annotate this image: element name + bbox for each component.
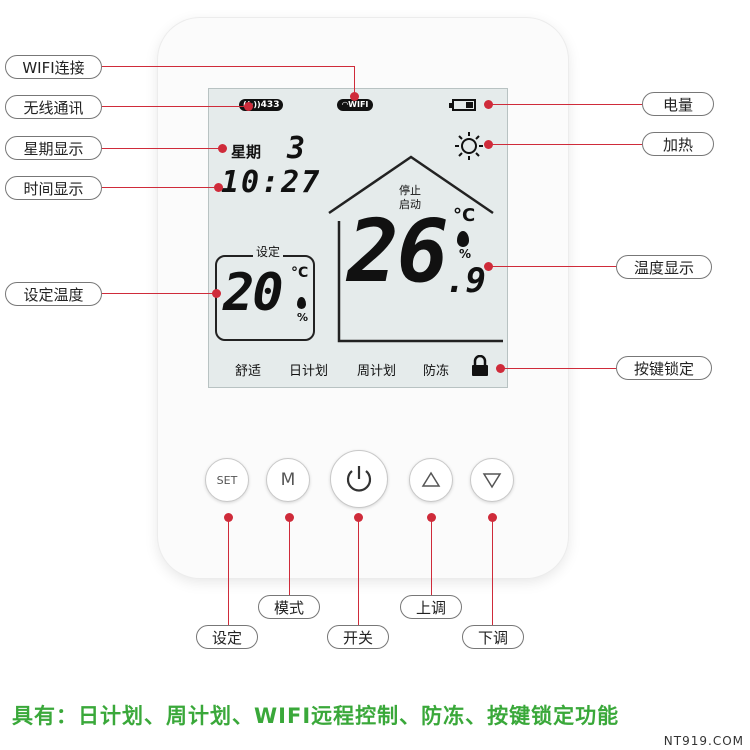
up-callout-drop	[431, 517, 432, 595]
power-icon	[346, 466, 372, 492]
tempdisplay-callout-dot	[484, 262, 493, 271]
set-button[interactable]: SET	[205, 458, 249, 502]
heating-callout-dot	[484, 140, 493, 149]
room-temp-decimal: .9	[445, 261, 486, 301]
settemp-callout-dot	[212, 289, 221, 298]
callout-power: 开关	[327, 625, 389, 649]
rf-badge-text: 433	[260, 100, 280, 110]
callout-time: 时间显示	[5, 176, 102, 200]
set-humidity-drop-icon	[297, 297, 306, 309]
set-temp-label: 设定	[253, 243, 284, 260]
callout-heating: 加热	[642, 132, 714, 156]
wifi-badge-text: WIFI	[348, 100, 369, 109]
set-temp-unit: °C	[291, 265, 309, 281]
time-callout-dot	[214, 183, 223, 192]
feature-summary: 具有：日计划、周计划、WIFI远程控制、防冻、按键锁定功能	[12, 704, 620, 728]
mode-button[interactable]: M	[266, 458, 310, 502]
mode-button-label: M	[280, 470, 296, 490]
heating-callout-line	[488, 144, 642, 145]
start-label: 启动	[399, 198, 421, 211]
callout-set: 设定	[196, 625, 258, 649]
heating-sun-icon	[455, 132, 483, 160]
callout-down: 下调	[462, 625, 524, 649]
callout-wifi: WIFI连接	[5, 55, 102, 79]
triangle-down-icon	[482, 473, 502, 489]
wireless-callout-line	[102, 106, 248, 107]
room-unit: °C	[453, 205, 476, 226]
down-callout-drop	[492, 517, 493, 625]
callout-wireless: 无线通讯	[5, 95, 102, 119]
keylock-callout-line	[500, 368, 616, 369]
wifi-callout-dot	[350, 92, 359, 101]
power-button[interactable]	[330, 450, 388, 508]
set-button-label: SET	[216, 473, 238, 487]
time-display: 10:27	[221, 165, 322, 200]
callout-key-lock: 按键锁定	[616, 356, 712, 380]
set-temp-value: 20	[223, 263, 284, 323]
mode-callout-drop	[289, 517, 290, 595]
callout-battery: 电量	[642, 92, 714, 116]
wifi-icon: ◠WIFI	[337, 99, 374, 111]
wifi-callout-line	[102, 66, 354, 67]
triangle-up-icon	[421, 471, 441, 487]
keylock-callout-dot	[496, 364, 505, 373]
mode-day-plan: 日计划	[289, 364, 329, 379]
battery-callout-dot	[484, 100, 493, 109]
wireless-callout-dot	[244, 102, 253, 111]
weekday-callout-dot	[218, 144, 227, 153]
weekday-value: 3	[287, 131, 308, 166]
room-temp-integer: 26	[347, 202, 449, 302]
mode-comfort: 舒适	[235, 364, 262, 379]
callout-temp-display: 温度显示	[616, 255, 712, 279]
down-button[interactable]	[470, 458, 514, 502]
time-callout-line	[102, 187, 218, 188]
stop-label: 停止	[399, 184, 421, 197]
battery-icon	[449, 99, 476, 111]
callout-set-temp: 设定温度	[5, 282, 102, 306]
callout-weekday: 星期显示	[5, 136, 102, 160]
room-humidity-symbol: %	[459, 247, 472, 261]
mode-antifreeze: 防冻	[423, 364, 450, 379]
mode-week-plan: 周计划	[357, 364, 397, 379]
power-callout-drop	[358, 517, 359, 625]
set-humidity-symbol: %	[297, 311, 309, 324]
wifi-callout-drop	[354, 66, 355, 96]
callout-mode: 模式	[258, 595, 320, 619]
watermark: NT919.COM	[663, 734, 744, 748]
room-humidity-drop-icon	[457, 231, 469, 247]
battery-callout-line	[488, 104, 642, 105]
weekday-label: 星期	[231, 143, 262, 161]
settemp-callout-line	[102, 293, 216, 294]
weekday-callout-line	[102, 148, 222, 149]
set-callout-drop	[228, 517, 229, 625]
callout-up: 上调	[400, 595, 462, 619]
up-button[interactable]	[409, 458, 453, 502]
lock-icon	[472, 355, 488, 376]
lcd-screen: ((·))433 ◠WIFI 星期 3 10:27	[208, 88, 508, 388]
tempdisplay-callout-line	[488, 266, 616, 267]
house-outline	[328, 155, 503, 343]
